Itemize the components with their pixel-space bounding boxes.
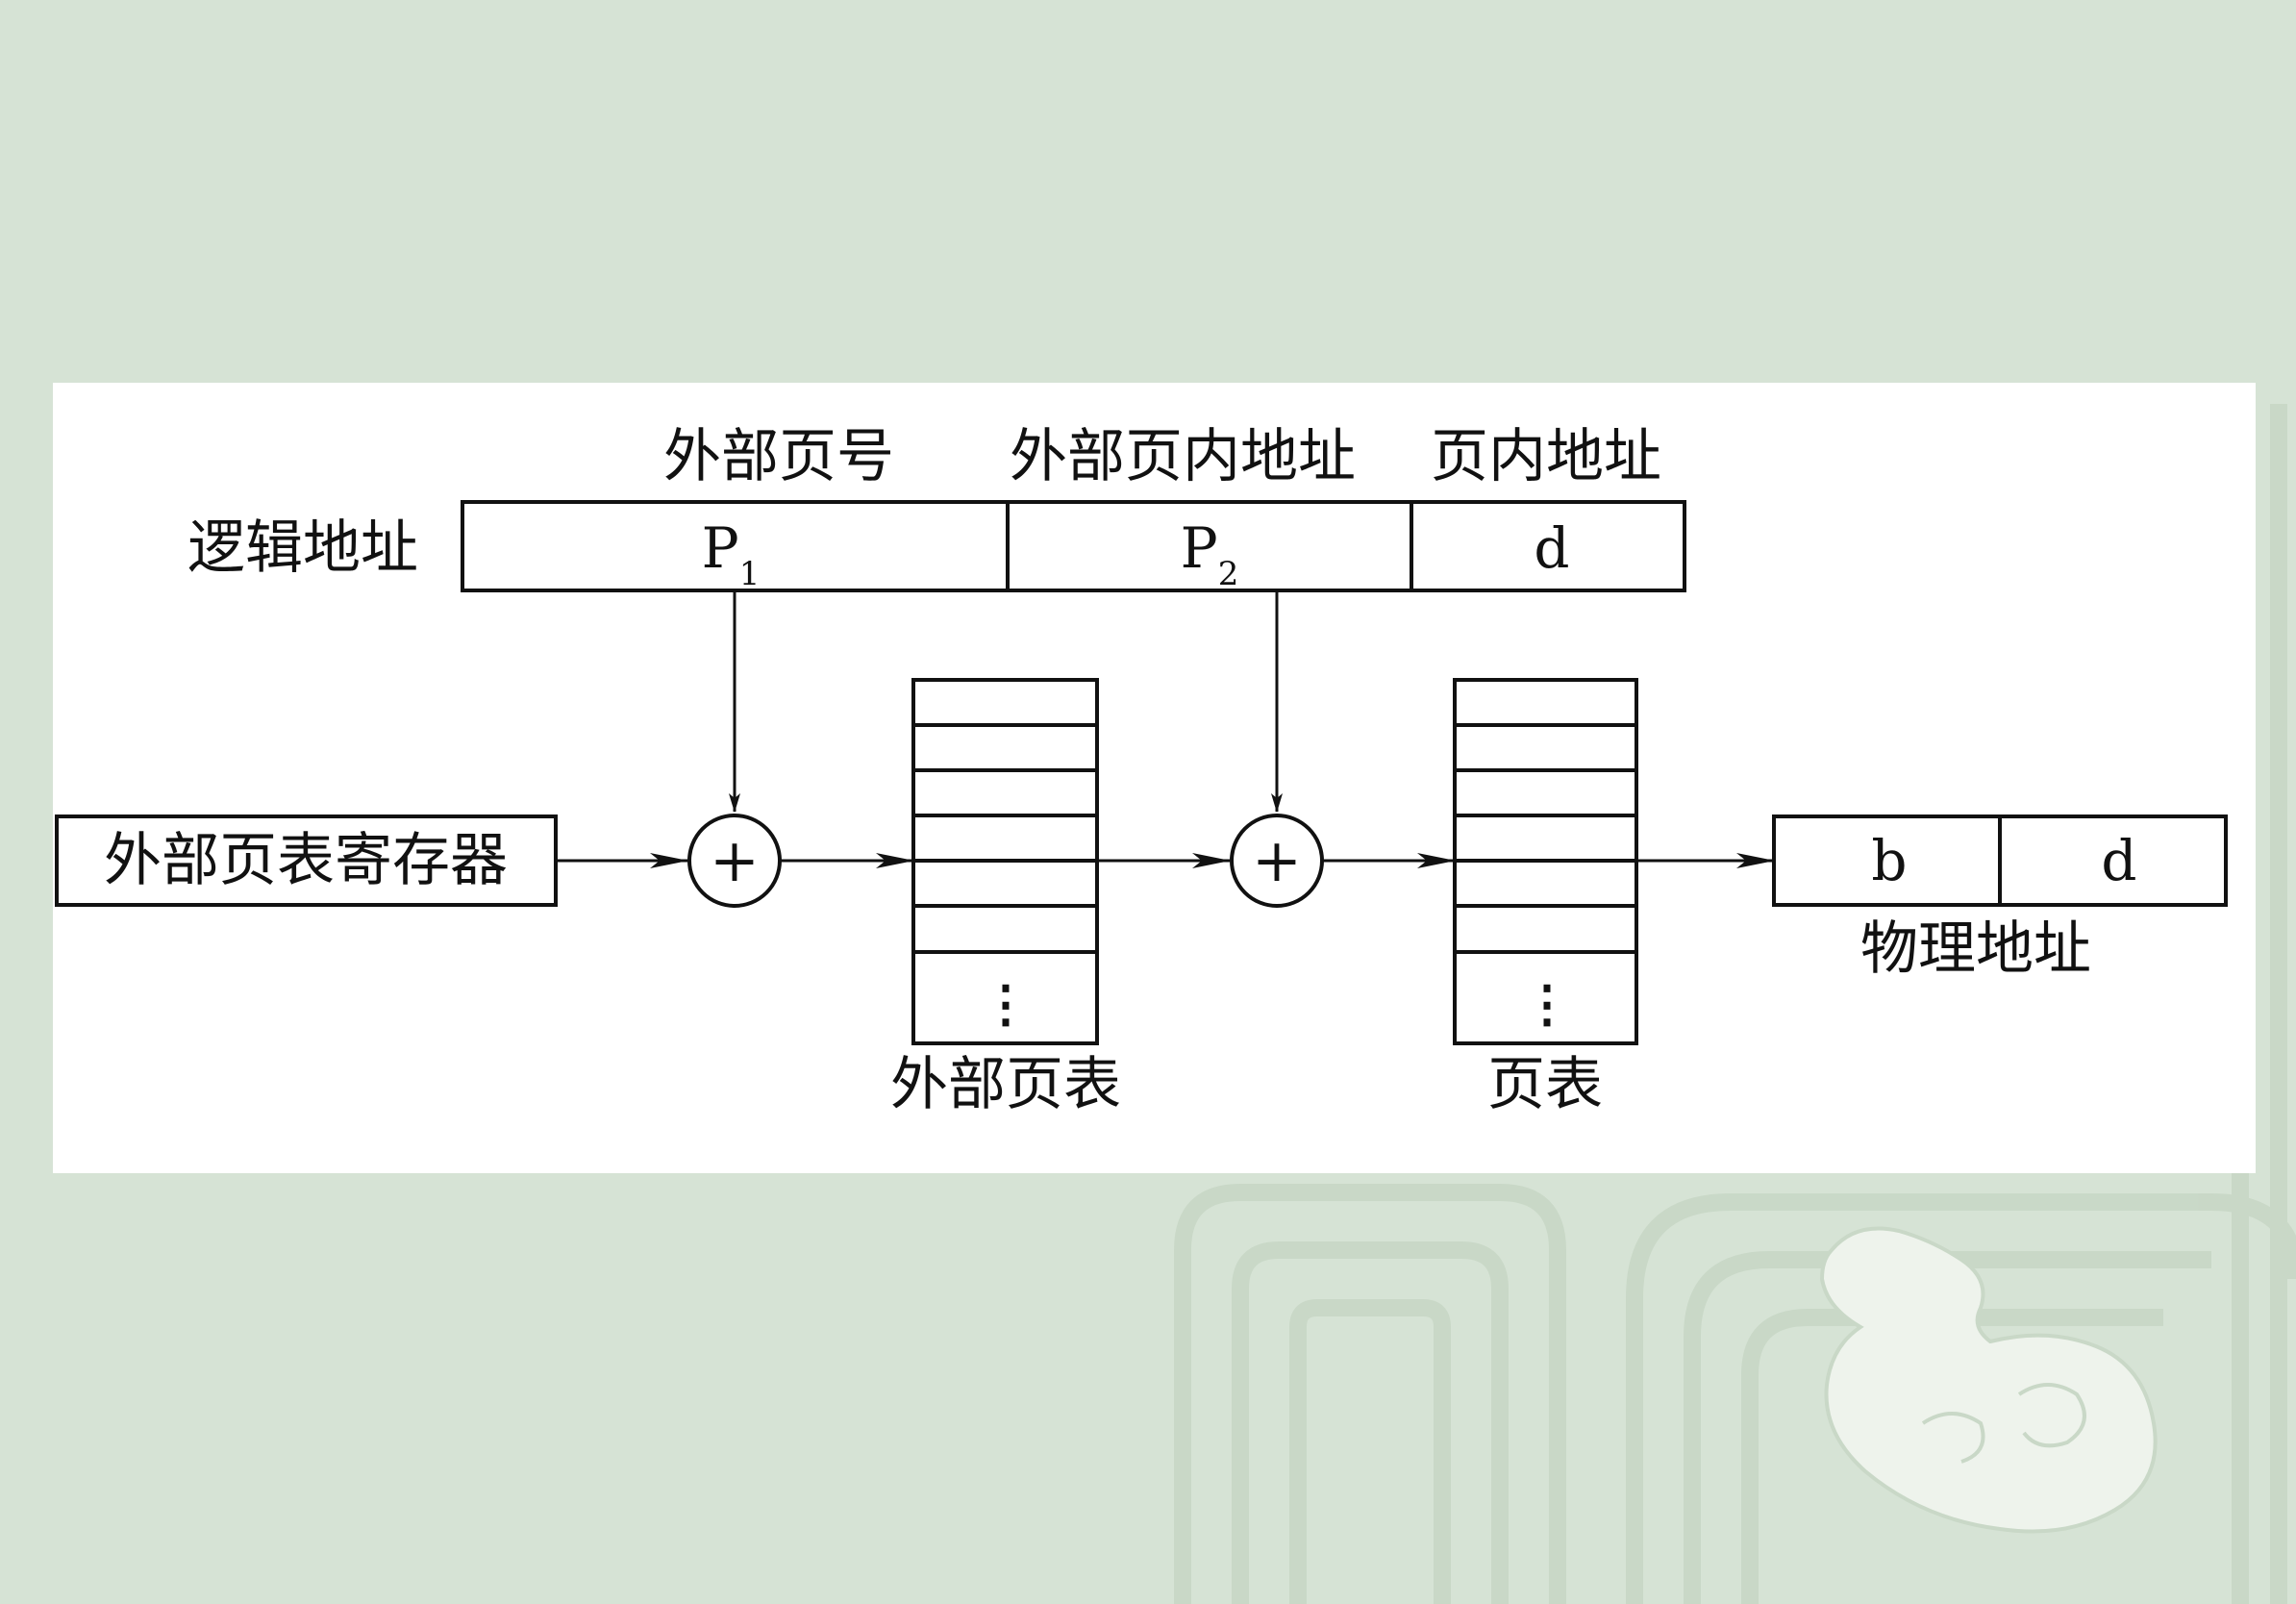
adder-1: +	[687, 814, 782, 908]
outer-page-table: ⋮	[911, 678, 1099, 1045]
logical-address-register: P1 P2 d	[461, 500, 1686, 593]
page-table-label: 页表	[1487, 1051, 1603, 1118]
logical-address-box	[461, 500, 1686, 592]
page-table-ellipsis: ⋮	[1522, 975, 1572, 1034]
outer-page-table-register-box	[55, 815, 558, 907]
outer-page-table-label: 外部页表	[890, 1051, 1121, 1118]
adder-2-plus-icon: +	[1252, 825, 1302, 895]
field-p1: P1	[702, 515, 761, 593]
field-p2: P2	[1181, 515, 1239, 593]
adder-1-plus-icon: +	[710, 825, 760, 895]
adder-2: +	[1230, 814, 1324, 908]
p2-subscript: 2	[1218, 555, 1239, 593]
page-offset-header: 页内地址	[1431, 423, 1661, 490]
dragon-icon	[1819, 1226, 2158, 1534]
outer-page-table-register-label: 外部页表寄存器	[104, 827, 508, 894]
field-b: b	[1871, 828, 1907, 893]
field-physical-d: d	[2101, 828, 2136, 893]
outer-page-table-register: 外部页表寄存器	[55, 815, 558, 907]
p1-subscript: 1	[739, 555, 761, 593]
logical-address-label: 逻辑地址	[187, 514, 418, 582]
physical-address-register: b d	[1772, 815, 2228, 907]
outer-table-ellipsis: ⋮	[981, 975, 1031, 1034]
outer-page-number-header: 外部页号	[663, 423, 894, 490]
page-table: ⋮	[1453, 678, 1638, 1045]
outer-page-offset-header: 外部页内地址	[1010, 423, 1356, 490]
p2-letter: P	[1181, 515, 1218, 581]
field-d: d	[1534, 515, 1569, 581]
p1-letter: P	[702, 515, 739, 581]
physical-address-label: 物理地址	[1860, 915, 2091, 983]
